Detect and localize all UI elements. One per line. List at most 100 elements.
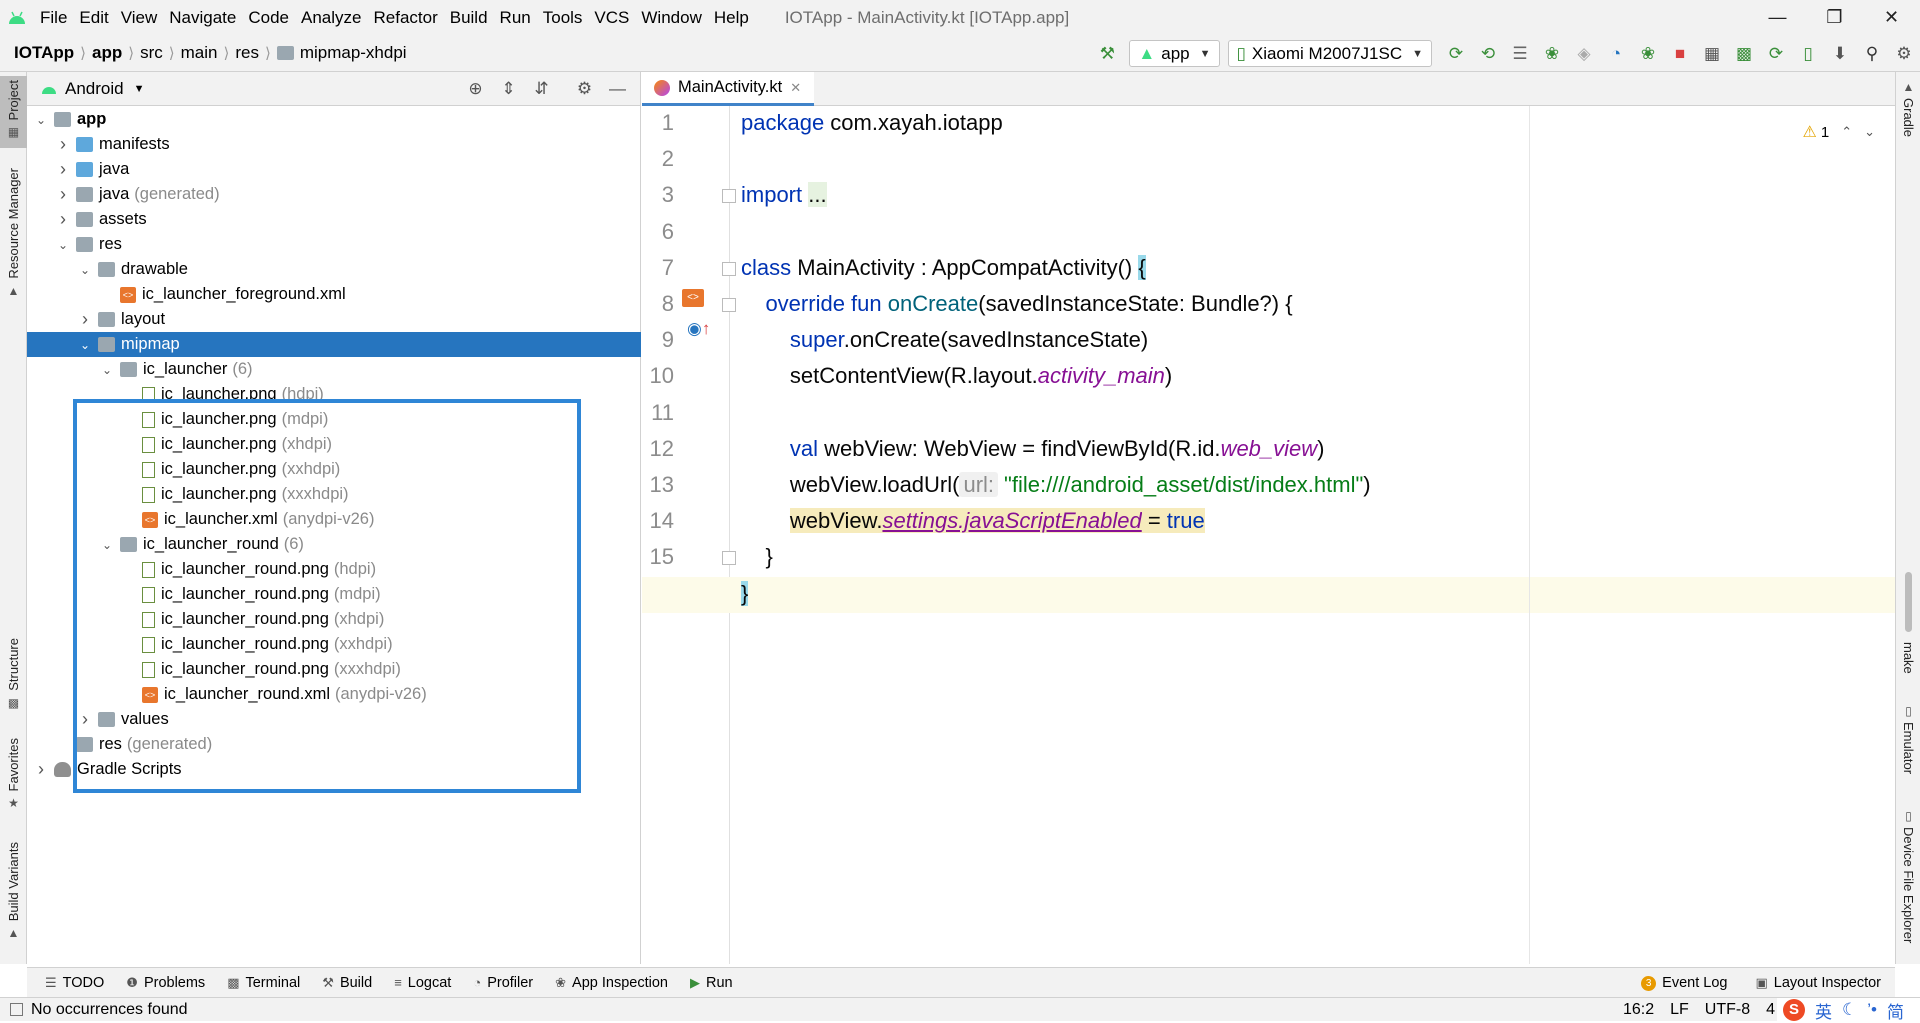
chevron-down-icon[interactable]: ⌄ xyxy=(101,537,113,552)
chevron-right-icon[interactable]: › xyxy=(82,709,88,729)
sdk-manager-icon[interactable]: ⬇ xyxy=(1832,43,1848,63)
tool-window-structure[interactable]: Structure ▩ xyxy=(6,638,21,710)
menu-code[interactable]: Code xyxy=(248,8,289,27)
breadcrumb-item[interactable]: mipmap-xhdpi xyxy=(276,43,407,63)
attach-debugger-process-icon[interactable]: ❀ xyxy=(1640,43,1656,63)
close-icon[interactable]: ✕ xyxy=(1883,7,1900,27)
punctuation-icon[interactable]: ’• xyxy=(1867,1000,1877,1019)
chevron-right-icon[interactable]: › xyxy=(38,759,44,779)
tree-item[interactable]: ic_launcher.png(hdpi) xyxy=(27,382,641,407)
tree-item[interactable]: ic_launcher_round.png(xxhdpi) xyxy=(27,632,641,657)
menu-view[interactable]: View xyxy=(120,8,158,27)
tree-item[interactable]: ic_launcher_round.png(hdpi) xyxy=(27,557,641,582)
hide-panel-icon[interactable]: — xyxy=(609,79,626,98)
menu-edit[interactable]: Edit xyxy=(79,8,109,27)
tab-build[interactable]: ⚒Build xyxy=(322,974,373,991)
tree-item[interactable]: ic_launcher_round.png(xhdpi) xyxy=(27,607,641,632)
line-separator[interactable]: LF xyxy=(1670,1001,1689,1018)
menu-tools[interactable]: Tools xyxy=(542,8,583,27)
tree-item[interactable]: ⌄drawable xyxy=(27,257,641,282)
tree-item[interactable]: ic_launcher.png(xhdpi) xyxy=(27,432,641,457)
chevron-down-icon[interactable]: ⌄ xyxy=(79,262,91,277)
chevron-right-icon[interactable]: › xyxy=(60,159,66,179)
tool-window-build-variants[interactable]: Build Variants ▲ xyxy=(6,842,21,941)
chevron-down-icon[interactable]: ⌄ xyxy=(35,112,47,127)
file-encoding[interactable]: UTF-8 xyxy=(1704,1001,1751,1018)
settings-icon[interactable]: ⚙ xyxy=(1896,43,1912,63)
tree-item[interactable]: ⌄res xyxy=(27,232,641,257)
caret-position[interactable]: 16:2 xyxy=(1622,1001,1655,1018)
chevron-up-icon[interactable]: ⌃ xyxy=(1841,124,1853,139)
implements-gutter-icon[interactable]: <> xyxy=(682,289,704,307)
tool-window-device-file-explorer[interactable]: ▯ Device File Explorer xyxy=(1901,809,1916,944)
chevron-down-icon[interactable]: ▼ xyxy=(133,82,145,95)
tree-item[interactable]: ic_launcher.png(xxxhdpi) xyxy=(27,482,641,507)
tree-item[interactable]: res(generated) xyxy=(27,732,641,757)
gear-icon[interactable]: ⚙ xyxy=(576,79,593,98)
project-view-select[interactable]: Android xyxy=(65,78,124,98)
tree-item[interactable]: ⌄ic_launcher(6) xyxy=(27,357,641,382)
tree-item[interactable]: ›layout xyxy=(27,307,641,332)
chevron-down-icon[interactable]: ⌄ xyxy=(1864,124,1875,139)
tree-item[interactable]: ›java(generated) xyxy=(27,182,641,207)
chevron-down-icon[interactable]: ⌄ xyxy=(57,237,69,252)
profile-icon[interactable]: ◔ xyxy=(1610,43,1622,63)
menu-analyze[interactable]: Analyze xyxy=(301,8,362,27)
tree-item[interactable]: <>ic_launcher.xml(anydpi-v26) xyxy=(27,507,641,532)
device-select[interactable]: ▯ Xiaomi M2007J1SC▼ xyxy=(1227,40,1432,67)
project-structure-icon[interactable]: ▦ xyxy=(1703,43,1721,63)
tree-item[interactable]: ⌄app xyxy=(27,107,641,132)
tree-item[interactable]: ic_launcher.png(xxhdpi) xyxy=(27,457,641,482)
override-gutter-icon[interactable]: ◉↑ xyxy=(687,319,711,338)
tree-item[interactable]: ›values xyxy=(27,707,641,732)
tool-window-gradle[interactable]: ▲ Gradle xyxy=(1901,80,1916,138)
inspection-widget[interactable]: ⚠ 1 ⌃ ⌄ xyxy=(1802,123,1876,142)
tab-app-inspection[interactable]: ❀App Inspection xyxy=(555,974,668,991)
tab-terminal[interactable]: ▩Terminal xyxy=(227,974,301,991)
stop-icon[interactable]: ■ xyxy=(1674,43,1686,63)
avd-manager-icon[interactable]: ▩ xyxy=(1735,43,1753,63)
locate-file-icon[interactable]: ⊕ xyxy=(468,79,483,98)
indent-setting[interactable]: 4 xyxy=(1766,1001,1776,1018)
restore-icon[interactable]: ❐ xyxy=(1826,7,1843,27)
tree-item[interactable]: ›assets xyxy=(27,207,641,232)
scrollbar-thumb[interactable] xyxy=(1905,572,1912,632)
rerun-list-icon[interactable]: ☰ xyxy=(1512,43,1528,63)
ime-mode[interactable]: 简 xyxy=(1887,1002,1904,1022)
expand-all-icon[interactable]: ⇕ xyxy=(501,79,516,98)
tree-item[interactable]: <>ic_launcher_round.xml(anydpi-v26) xyxy=(27,682,641,707)
toggle-tool-windows-icon[interactable] xyxy=(10,1003,23,1016)
hammer-build-icon[interactable]: ⚒ xyxy=(1099,43,1116,63)
tree-item[interactable]: ic_launcher.png(mdpi) xyxy=(27,407,641,432)
menu-run[interactable]: Run xyxy=(499,8,531,27)
breadcrumb-item[interactable]: res⟩ xyxy=(235,43,271,62)
search-icon[interactable]: ⚲ xyxy=(1865,43,1879,63)
tab-profiler[interactable]: ◔Profiler xyxy=(473,974,534,991)
moon-icon[interactable]: ☾ xyxy=(1842,1000,1858,1019)
breadcrumb-item[interactable]: app⟩ xyxy=(91,43,135,62)
tab-todo[interactable]: ☰TODO xyxy=(45,974,105,991)
tool-window-favorites[interactable]: Favorites ★ xyxy=(6,738,21,811)
debug-icon[interactable]: ❀ xyxy=(1544,43,1560,63)
device-manager-icon[interactable]: ▯ xyxy=(1803,43,1813,63)
tool-window-project[interactable]: Project ▦ xyxy=(0,76,27,148)
close-tab-icon[interactable]: ✕ xyxy=(790,79,802,95)
tree-item[interactable]: ›Gradle Scripts xyxy=(27,757,641,782)
tab-layout-inspector[interactable]: ▣Layout Inspector xyxy=(1755,975,1881,991)
ime-language[interactable]: 英 xyxy=(1815,1002,1833,1022)
sync-gradle-icon[interactable]: ⟳ xyxy=(1768,43,1784,63)
fold-marker-icon[interactable] xyxy=(722,261,736,276)
run-config-select[interactable]: ▲ app▼ xyxy=(1129,40,1220,67)
tool-window-resource-manager[interactable]: Resource Manager ▲ xyxy=(6,168,21,298)
tree-item[interactable]: ⌄mipmap xyxy=(27,332,641,357)
tree-item[interactable]: ›java xyxy=(27,157,641,182)
tree-item[interactable]: ic_launcher_round.png(mdpi) xyxy=(27,582,641,607)
tree-item[interactable]: ›manifests xyxy=(27,132,641,157)
fold-marker-icon[interactable] xyxy=(722,551,736,566)
breadcrumb-item[interactable]: IOTApp⟩ xyxy=(14,43,86,62)
menu-refactor[interactable]: Refactor xyxy=(373,8,438,27)
menu-navigate[interactable]: Navigate xyxy=(169,8,237,27)
tab-logcat[interactable]: ≡Logcat xyxy=(394,974,452,991)
